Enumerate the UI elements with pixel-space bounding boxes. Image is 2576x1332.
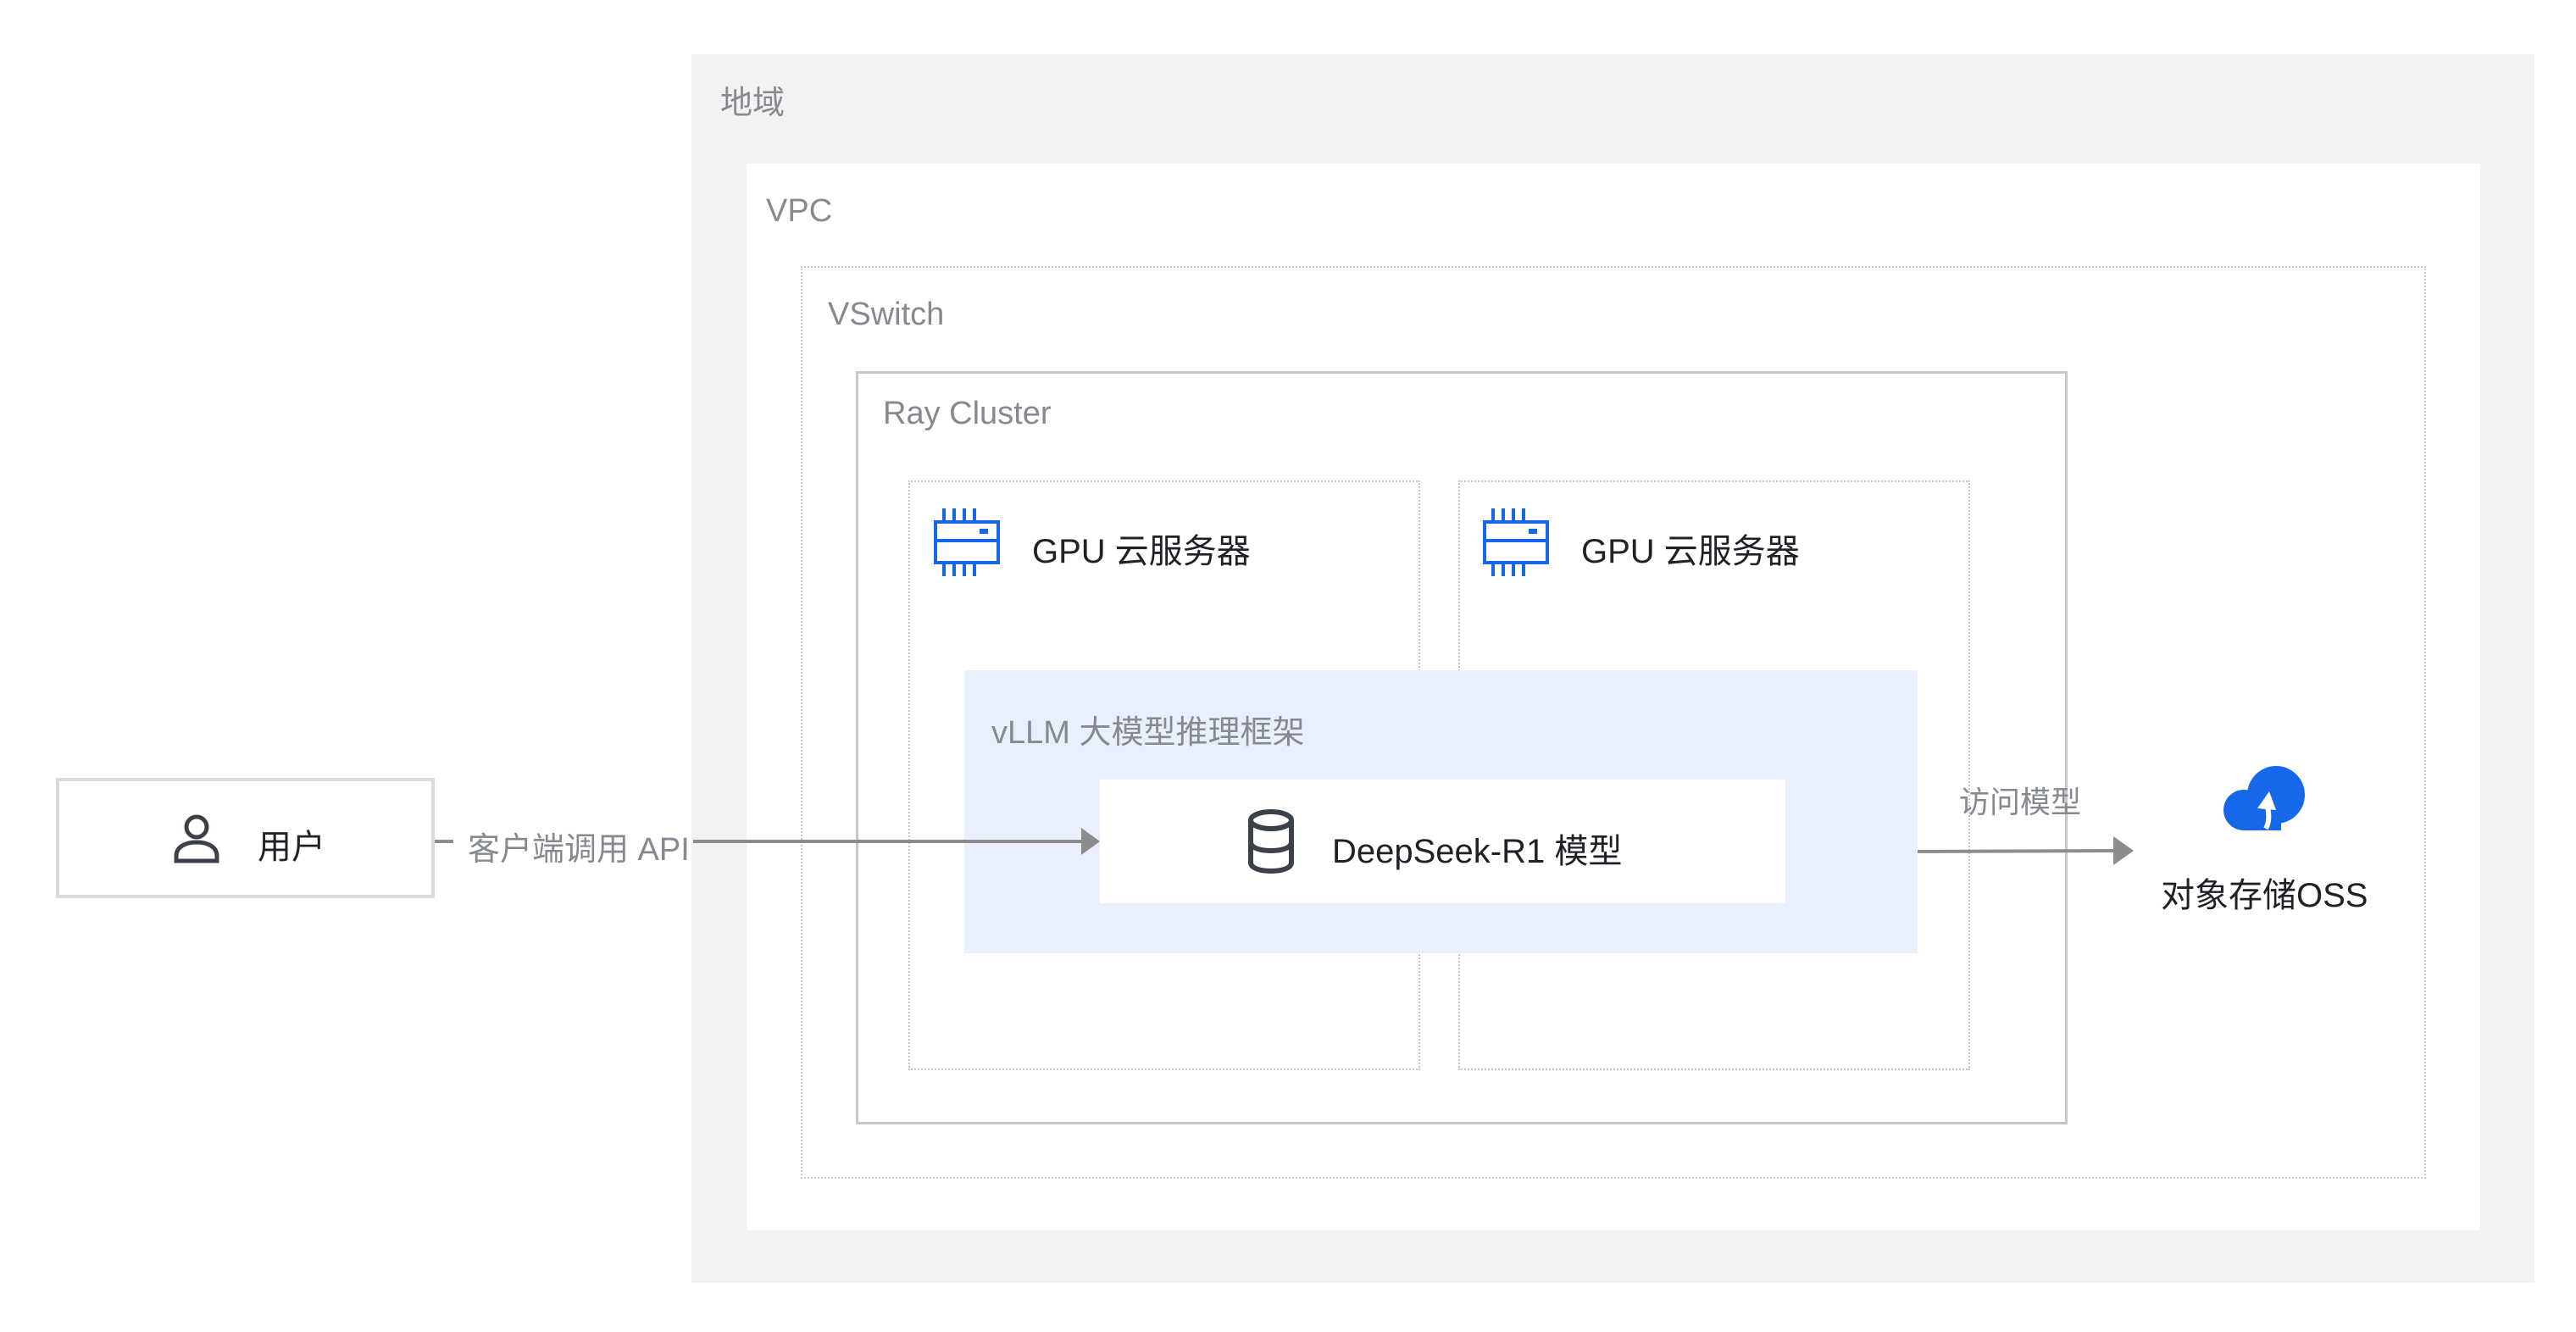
region-label: 地域 [720,86,786,121]
gpu-server-label: GPU 云服务器 [1581,533,1800,570]
gpu-server-label: GPU 云服务器 [1032,533,1251,570]
deepseek-model-box[interactable] [1100,780,1785,903]
vswitch-container [801,266,2426,1179]
ray-cluster-container [856,371,2068,1124]
api-call-label: 客户端调用 API [468,832,690,868]
user-box[interactable] [56,778,435,898]
database-icon [1248,809,1294,874]
gpu-server-icon [934,508,1000,576]
vswitch-label: VSwitch [828,297,945,332]
user-label: 用户 [258,829,325,866]
oss-label: 对象存储OSS [2161,877,2368,914]
oss-cloud-icon [2223,766,2305,830]
user-icon [174,814,219,863]
deepseek-model-label: DeepSeek-R1 模型 [1332,833,1623,870]
gpu-server-icon [1483,508,1549,576]
oss-arrow-head [2113,836,2134,865]
access-model-label: 访问模型 [1959,785,2082,819]
api-arrow-head [1081,828,1100,855]
vllm-framework-label: vLLM 大模型推理框架 [991,715,1305,751]
vpc-label: VPC [766,193,833,229]
ray-cluster-label: Ray Cluster [883,396,1052,431]
oss-arrow-line [1917,849,2116,853]
